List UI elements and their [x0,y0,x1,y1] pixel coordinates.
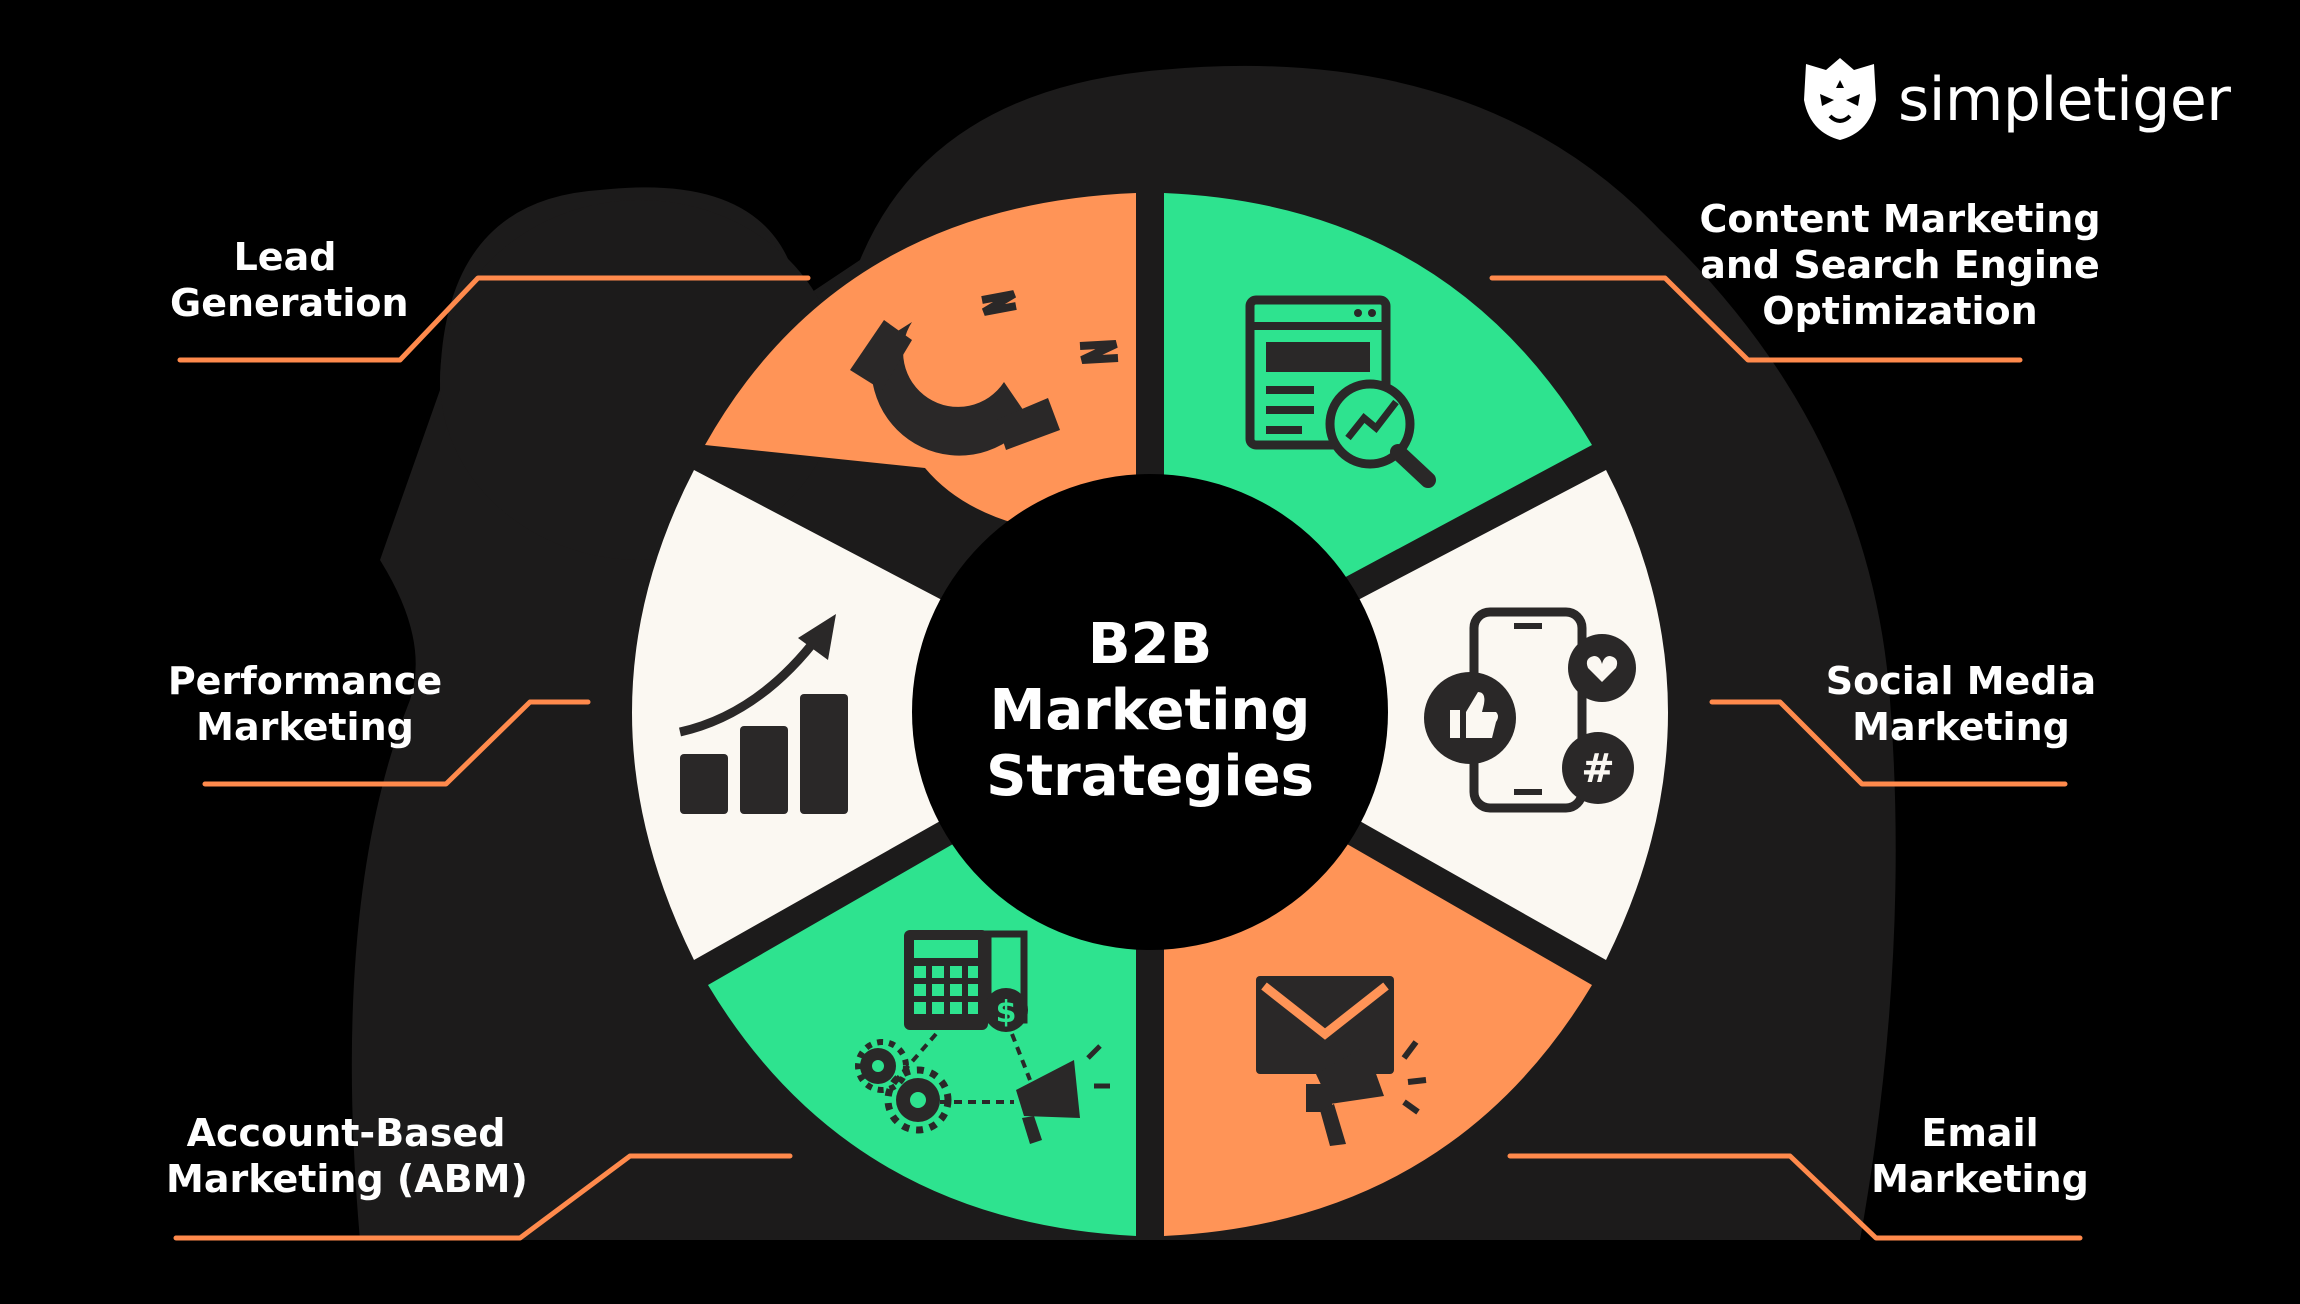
brand-name: simpletiger [1898,65,2231,135]
segment-performance-marketing[interactable] [632,470,942,960]
seo-browser-magnifier-icon [1245,295,1436,488]
logo-mark-spacer [1796,55,1876,145]
smartphone-social-icon: # [1424,607,1636,813]
label-line: Optimization [1762,289,2038,333]
label-line: Generation [170,281,409,325]
label-line: Lead [233,235,337,279]
connector-account-based-marketing [173,1153,793,1241]
svg-text:$: $ [996,995,1017,1030]
svg-text:#: # [1581,746,1615,792]
growth-bar-chart-icon [679,614,848,814]
center-title-line: Strategies [986,744,1314,809]
envelope-megaphone-icon [1256,976,1427,1146]
calculator-gears-megaphone-icon: $ [855,930,1110,1144]
label-line: Marketing [1852,705,2070,749]
label-line: Social Media [1825,659,2097,703]
label-line: Marketing (ABM) [166,1157,528,1201]
label-lead-generation: Lead Generation [170,234,409,326]
tiger-logo-icon [1804,58,1876,140]
connector-lead-generation [177,275,811,363]
center-title-line: B2B [1087,612,1213,677]
connector-email-marketing [1507,1153,2083,1241]
label-line: Content Marketing [1699,197,2101,241]
label-line: Marketing [196,705,414,749]
connector-performance-marketing [202,699,591,787]
connector-social-media-marketing [1709,699,2068,787]
label-line: Email [1921,1111,2039,1155]
label-performance-marketing: Performance Marketing [160,658,450,750]
label-email-marketing: Email Marketing [1860,1110,2100,1202]
connector-content-marketing-seo [1489,275,2023,363]
segment-lead-generation[interactable] [705,193,1136,538]
label-line: Performance [167,659,443,703]
center-title-line: Marketing [989,678,1311,743]
label-content-marketing-seo: Content Marketing and Search Engine Opti… [1690,196,2110,334]
connectors [173,275,2083,1241]
label-line: Marketing [1871,1157,2089,1201]
label-account-based-marketing: Account-Based Marketing (ABM) [166,1110,528,1202]
center-hub [912,474,1388,950]
label-line: Account-Based [186,1111,506,1155]
center-title: B2B Marketing Strategies [930,612,1370,810]
label-social-media-marketing: Social Media Marketing [1816,658,2106,750]
brand-logo: simpletiger [1796,54,2231,146]
label-line: and Search Engine [1700,243,2100,287]
magnet-icon [850,290,1119,456]
